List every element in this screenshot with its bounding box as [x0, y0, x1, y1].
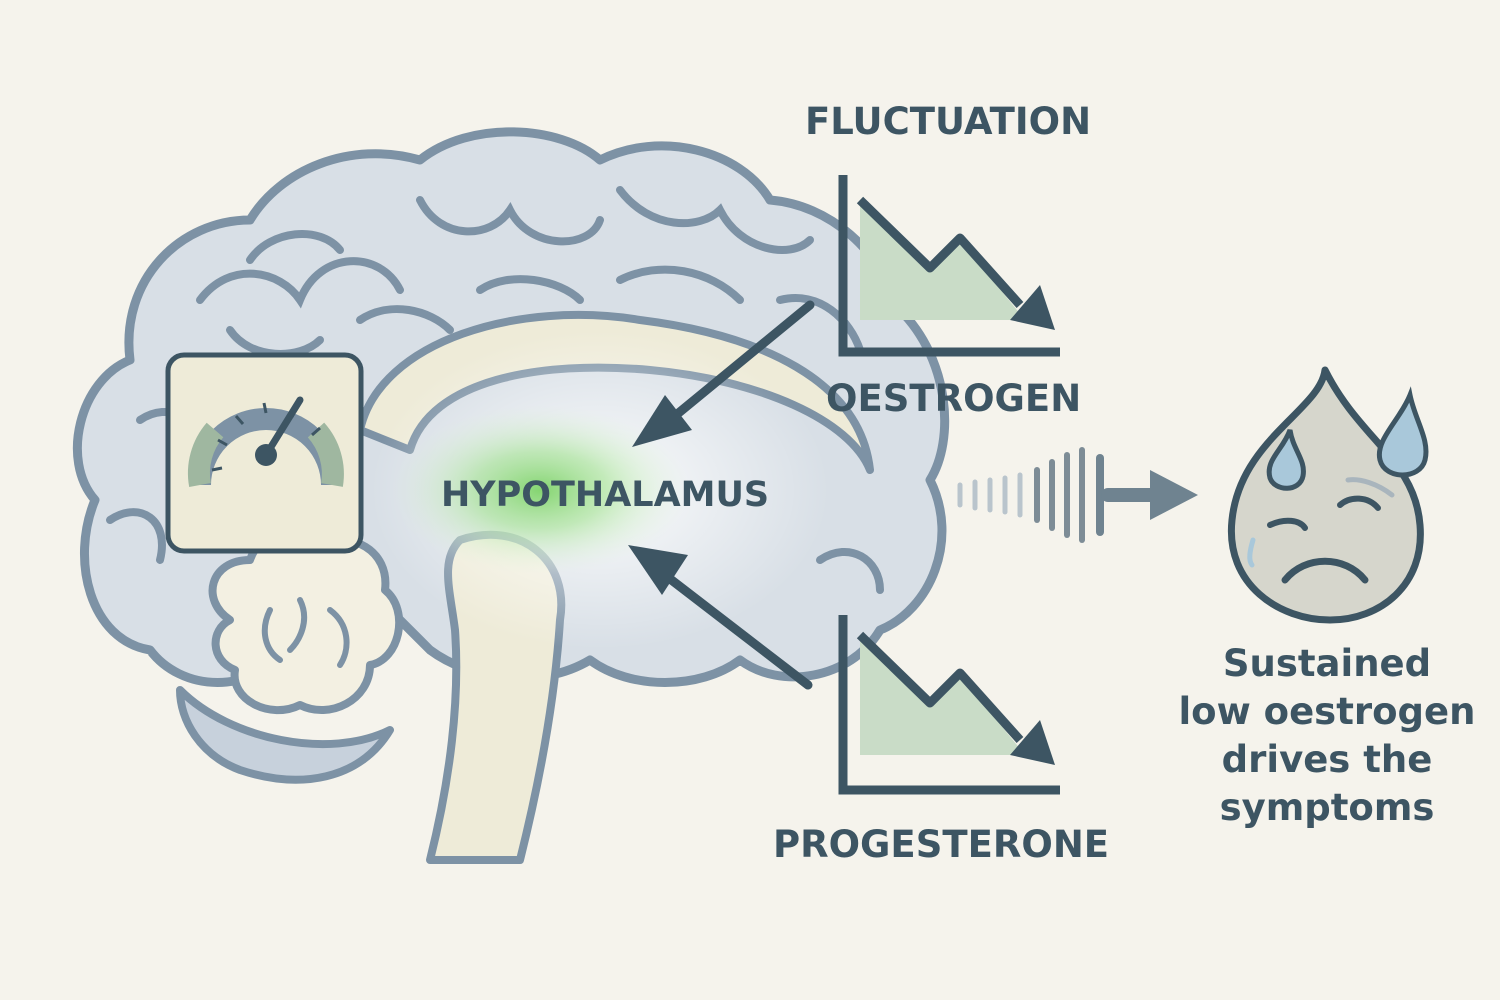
symptoms-caption: Sustained low oestrogen drives the sympt… [1177, 640, 1477, 832]
arrow-progesterone-to-hypothalamus [628, 545, 813, 690]
caption-line: Sustained [1222, 642, 1432, 685]
label-fluctuation: FLUCTUATION [805, 100, 1092, 143]
sad-sweat-drop-icon [1227, 366, 1429, 624]
gauge-icon [165, 352, 364, 554]
caption-line: symptoms [1219, 786, 1435, 829]
oestrogen-decline-graph [838, 175, 1060, 357]
progesterone-decline-graph [838, 615, 1060, 795]
signal-wave-arrow-icon [957, 447, 1198, 543]
brain-folds [106, 186, 884, 594]
caption-line: low oestrogen [1178, 690, 1476, 733]
arrow-oestrogen-to-hypothalamus [632, 300, 815, 447]
caption-line: drives the [1221, 738, 1433, 781]
label-oestrogen: OESTROGEN [826, 377, 1082, 420]
temporal-lobe [176, 686, 394, 784]
label-progesterone: PROGESTERONE [773, 823, 1110, 866]
label-hypothalamus: HYPOTHALAMUS [441, 475, 770, 515]
hypothalamus-glow [390, 405, 690, 575]
